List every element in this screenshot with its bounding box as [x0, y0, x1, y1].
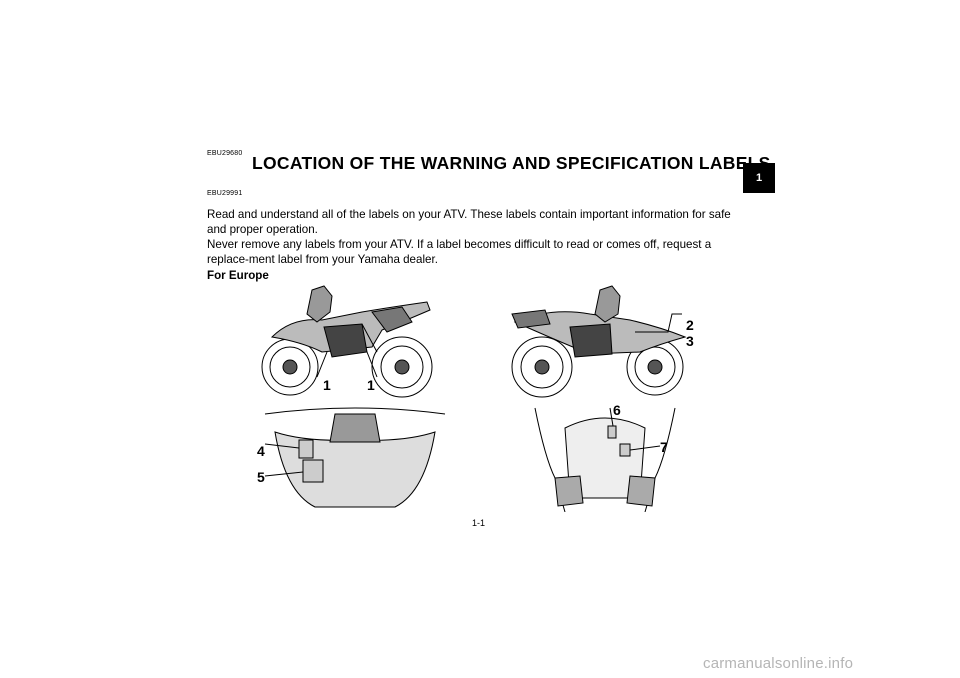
- callout-rear-7: 7: [660, 439, 668, 455]
- intro-paragraph: Read and understand all of the labels on…: [207, 208, 731, 236]
- callout-right-2: 2: [686, 317, 694, 333]
- subsection-code: EBU29991: [207, 190, 243, 197]
- chapter-tab[interactable]: 1: [743, 163, 775, 193]
- warning-paragraph: Never remove any labels from your ATV. I…: [207, 238, 712, 266]
- body-text: Read and understand all of the labels on…: [207, 207, 747, 267]
- atv-left-side-illustration: [261, 285, 433, 398]
- atv-rear-view-illustration: [534, 407, 676, 512]
- page-title: LOCATION OF THE WARNING AND SPECIFICATIO…: [252, 153, 771, 173]
- callout-front-5: 5: [257, 469, 265, 485]
- section-code: EBU29680: [207, 150, 243, 157]
- callout-left-1a: 1: [323, 377, 331, 393]
- callout-front-4: 4: [257, 443, 265, 459]
- callout-rear-6: 6: [613, 402, 621, 418]
- atv-right-side-illustration: [511, 285, 687, 398]
- atv-front-view-illustration: [264, 407, 446, 508]
- callout-right-3: 3: [686, 333, 694, 349]
- page-number: 1-1: [472, 518, 486, 528]
- section-heading: For Europe: [207, 269, 269, 282]
- watermark: carmanualsonline.info: [703, 655, 854, 672]
- callout-left-1b: 1: [367, 377, 375, 393]
